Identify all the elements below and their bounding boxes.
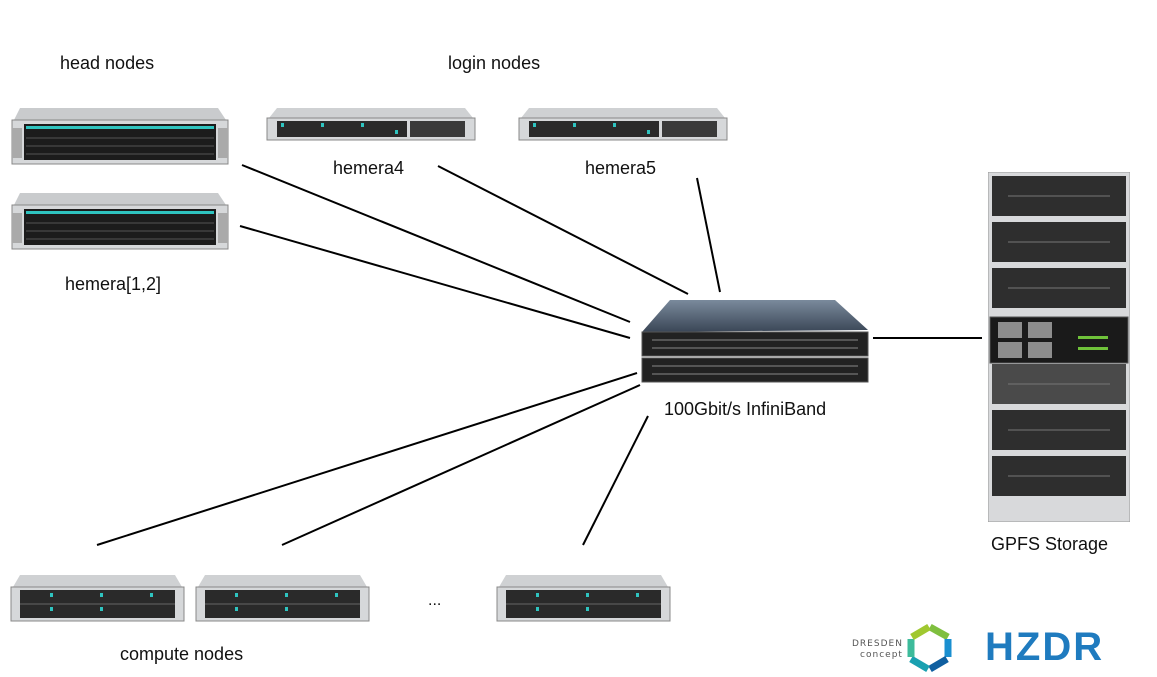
compute-node-server-1 — [10, 575, 185, 622]
infiniband-switch — [641, 300, 869, 383]
link-compute3 — [582, 415, 649, 546]
link-head2 — [239, 225, 631, 339]
gpfs-storage-label: GPFS Storage — [991, 534, 1109, 554]
dresden-line2: concept — [860, 650, 903, 660]
login-node-server-hemera5 — [518, 108, 728, 141]
hemera12-label: hemera[1,2] — [65, 274, 162, 294]
hemera4-label: hemera4 — [333, 158, 405, 178]
head-node-server-2 — [11, 193, 229, 250]
dresden-concept-logo-text: DRESDEN concept — [852, 639, 903, 661]
head-nodes-label: head nodes — [60, 53, 155, 73]
ellipsis-label: ... — [428, 592, 442, 609]
dresden-line1: DRESDEN — [852, 639, 903, 649]
link-compute1 — [96, 372, 638, 546]
head-node-server-1 — [11, 108, 229, 165]
compute-nodes-label: compute nodes — [120, 644, 244, 664]
svg-text:HZDR: HZDR — [985, 626, 1104, 666]
link-head1 — [241, 164, 631, 323]
compute-node-server-2 — [195, 575, 370, 622]
link-hemera4 — [437, 165, 689, 295]
login-nodes-label: login nodes — [448, 53, 541, 73]
link-compute2 — [281, 384, 641, 546]
hemera5-label: hemera5 — [585, 158, 657, 178]
infiniband-label: 100Gbit/s InfiniBand — [664, 399, 827, 419]
link-hemera5 — [696, 177, 721, 293]
dresden-concept-logo-icon — [907, 623, 952, 673]
gpfs-storage-rack — [988, 172, 1130, 522]
login-node-server-hemera4 — [266, 108, 476, 141]
hzdr-logo: HZDR — [985, 626, 1104, 666]
compute-node-server-3 — [496, 575, 671, 622]
